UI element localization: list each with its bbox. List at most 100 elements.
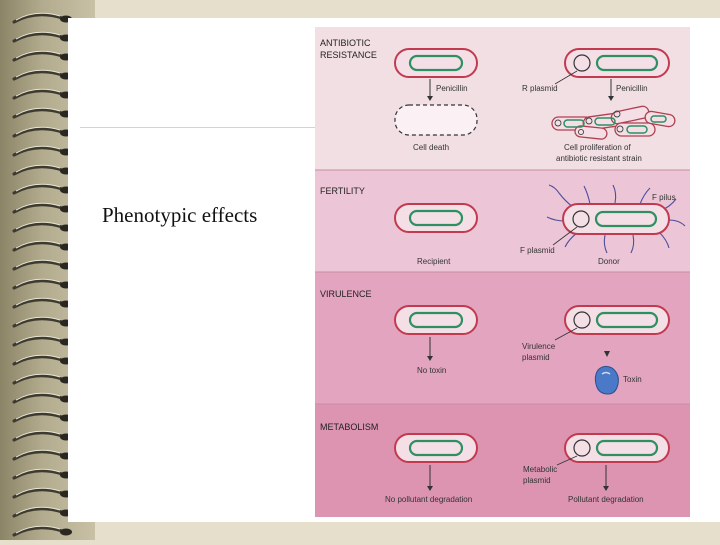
coil-icon (12, 145, 72, 157)
proliferating-nucleoids (563, 115, 667, 134)
daughter-plasmid (577, 128, 585, 136)
coil-icon (12, 126, 72, 138)
pilus (583, 185, 591, 205)
label-virulence-1: Virulence (522, 342, 556, 351)
toxin-highlight (601, 371, 611, 375)
coil-icon (12, 468, 72, 480)
recipient-cell (394, 203, 478, 233)
arrowhead (427, 96, 433, 101)
coil-icon (12, 354, 72, 366)
arrowhead (604, 351, 610, 357)
arrowhead (427, 356, 433, 361)
daughter-cell (644, 110, 676, 128)
coil-icon (12, 525, 72, 537)
label-pollutant-degradation: Pollutant degradation (568, 495, 644, 504)
coil-icon (12, 278, 72, 290)
label-virulence-2: plasmid (522, 353, 550, 362)
coil-icon (12, 12, 72, 24)
heading-metabolism: METABOLISM (320, 422, 378, 432)
nucleoid (408, 209, 464, 227)
pilus (630, 234, 635, 254)
coil-icon (12, 316, 72, 328)
panel-virulence-bg (315, 272, 690, 404)
coil-icon (12, 392, 72, 404)
virulence-plasmid-circle (573, 311, 591, 329)
coil-icon (12, 88, 72, 100)
label-penicillin-left: Penicillin (436, 84, 468, 93)
coil-icon (12, 31, 72, 43)
bacterium-cell (394, 433, 478, 463)
label-f-pilus: F pilus (652, 193, 676, 202)
label-recipient: Recipient (417, 257, 451, 266)
pointer-line (556, 455, 578, 466)
nucleoid (408, 311, 464, 329)
coil-icon (12, 69, 72, 81)
daughter-cell (574, 125, 608, 140)
arrowhead (608, 96, 614, 101)
coil-icon (12, 487, 72, 499)
proliferating-cells-cluster (551, 105, 676, 140)
coil-icon (12, 430, 72, 442)
pointer-line (554, 327, 578, 341)
label-f-plasmid: F plasmid (520, 246, 555, 255)
daughter-nucleoid (650, 115, 667, 123)
daughter-nucleoid (594, 117, 616, 126)
label-penicillin-right: Penicillin (616, 84, 648, 93)
daughter-nucleoid (563, 119, 585, 128)
coil-icon (12, 373, 72, 385)
donor-cell (562, 203, 670, 235)
coil-icon (12, 335, 72, 347)
slide-title: Phenotypic effects (102, 203, 258, 227)
pilus (639, 187, 651, 205)
heading-antibiotic-1: ANTIBIOTIC (320, 38, 371, 48)
coil-icon (12, 259, 72, 271)
heading-fertility: FERTILITY (320, 186, 365, 196)
daughter-cell (610, 105, 650, 125)
nucleoid (408, 439, 464, 457)
daughter-plasmid (585, 117, 593, 125)
daughter-plasmid (616, 125, 624, 133)
coil-icon (12, 50, 72, 62)
daughter-plasmid (613, 110, 621, 118)
label-metabolic-1: Metabolic (523, 465, 557, 474)
label-no-pollutant-degradation: No pollutant degradation (385, 495, 472, 504)
heading-virulence: VIRULENCE (320, 289, 372, 299)
proliferating-plasmids (554, 110, 624, 136)
label-no-toxin: No toxin (417, 366, 446, 375)
dead-cell-outline (394, 104, 478, 136)
nucleoid (595, 311, 659, 329)
pointer-line (554, 70, 578, 85)
heading-antibiotic-2: RESISTANCE (320, 50, 377, 60)
daughter-nucleoid (626, 125, 648, 134)
toxin-blob (594, 365, 619, 395)
label-proliferation-2: antibiotic resistant strain (556, 154, 642, 163)
figure-svg: ANTIBIOTIC RESISTANCE Penicillin Cell de… (315, 27, 690, 517)
coil-icon (12, 449, 72, 461)
nucleoid (595, 54, 659, 72)
daughter-plasmid (554, 119, 562, 127)
nucleoid (408, 54, 464, 72)
label-cell-death: Cell death (413, 143, 449, 152)
metabolic-plasmid-circle (573, 439, 591, 457)
coil-icon (12, 164, 72, 176)
label-toxin: Toxin (623, 375, 642, 384)
coil-icon (12, 107, 72, 119)
plasmid-phenotype-figure: ANTIBIOTIC RESISTANCE Penicillin Cell de… (315, 27, 690, 517)
nucleoid (595, 439, 659, 457)
bacterium-cell (564, 433, 670, 463)
label-r-plasmid: R plasmid (522, 84, 558, 93)
pilus (548, 184, 574, 208)
bacterium-cell (564, 48, 670, 78)
label-donor: Donor (598, 257, 620, 266)
pilus (668, 219, 686, 227)
r-plasmid-circle (573, 54, 591, 72)
coil-icon (12, 411, 72, 423)
f-plasmid-circle (572, 210, 590, 228)
pilus (603, 234, 608, 254)
coil-icon (12, 506, 72, 518)
bacterium-cell (394, 48, 478, 78)
bacterium-cell (394, 305, 478, 335)
arrowhead (603, 486, 609, 491)
nucleoid (594, 210, 658, 228)
